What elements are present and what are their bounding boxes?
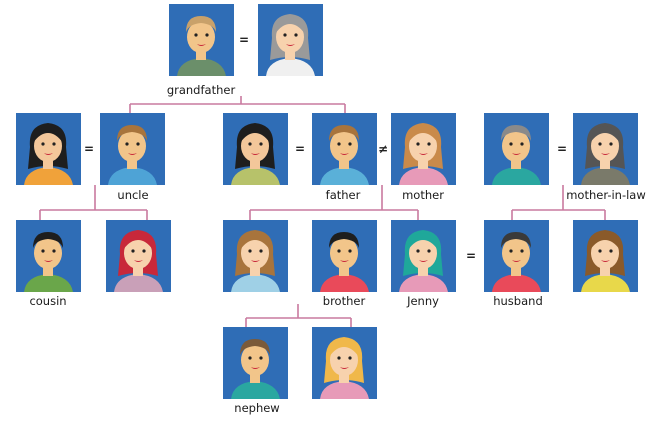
dark-haired-woman-icon (573, 113, 638, 185)
portrait-father-in-law (484, 113, 549, 185)
label-father: father (325, 188, 361, 202)
dark-haired-woman-icon (223, 113, 288, 185)
label-uncle: uncle (117, 188, 149, 202)
brown-haired-man-icon (100, 113, 165, 185)
portrait-mother (391, 113, 456, 185)
portrait-sister-in-law (223, 220, 288, 292)
married-symbol: = (556, 142, 568, 156)
portrait-grandfather (169, 4, 234, 76)
label-mother: mother (402, 188, 444, 202)
flower-haired-woman-icon (391, 113, 456, 185)
portrait-jenny (391, 220, 456, 292)
long-brown-haired-woman-icon (573, 220, 638, 292)
label-mother-in-law: mother-in-law (566, 188, 646, 202)
portrait-cousin (16, 220, 81, 292)
connector-uncle-children (39, 185, 148, 220)
label-grandfather: grandfather (166, 83, 236, 97)
label-husband: husband (493, 294, 543, 308)
portrait-brother (312, 220, 377, 292)
label-jenny: Jenny (407, 294, 439, 308)
connector-parents-children (249, 185, 419, 220)
married-symbol: = (294, 142, 306, 156)
glasses-boy-icon (16, 220, 81, 292)
portrait-mother-in-law (573, 113, 638, 185)
label-cousin: cousin (29, 294, 67, 308)
married-symbol: = (238, 33, 250, 47)
portrait-husband-sister (573, 220, 638, 292)
portrait-cousin-sister (106, 220, 171, 292)
label-brother: brother (322, 294, 366, 308)
dark-haired-man-icon (312, 220, 377, 292)
cap-girl-icon (312, 327, 377, 399)
dark-haired-man-icon (484, 220, 549, 292)
married-symbol: = (83, 142, 95, 156)
dark-haired-woman-icon (16, 113, 81, 185)
label-nephew: nephew (234, 401, 280, 415)
portrait-grandmother (258, 4, 323, 76)
divorced-symbol: ≠ (377, 142, 389, 156)
bald-old-man-icon (169, 4, 234, 76)
portrait-father (312, 113, 377, 185)
brown-haired-man-icon (312, 113, 377, 185)
grey-haired-man-icon (484, 113, 549, 185)
grey-haired-woman-icon (258, 4, 323, 76)
teal-haired-woman-icon (391, 220, 456, 292)
brown-haired-woman-icon (223, 220, 288, 292)
portrait-father-ex-wife (223, 113, 288, 185)
boy-icon (223, 327, 288, 399)
red-haired-girl-icon (106, 220, 171, 292)
portrait-uncle (100, 113, 165, 185)
portrait-niece (312, 327, 377, 399)
connector-brother-children (245, 304, 352, 327)
portrait-aunt (16, 113, 81, 185)
married-symbol: = (465, 249, 477, 263)
portrait-nephew (223, 327, 288, 399)
connector-inlaws-children (511, 185, 606, 220)
connector-grandparents-children (129, 96, 346, 113)
portrait-husband (484, 220, 549, 292)
